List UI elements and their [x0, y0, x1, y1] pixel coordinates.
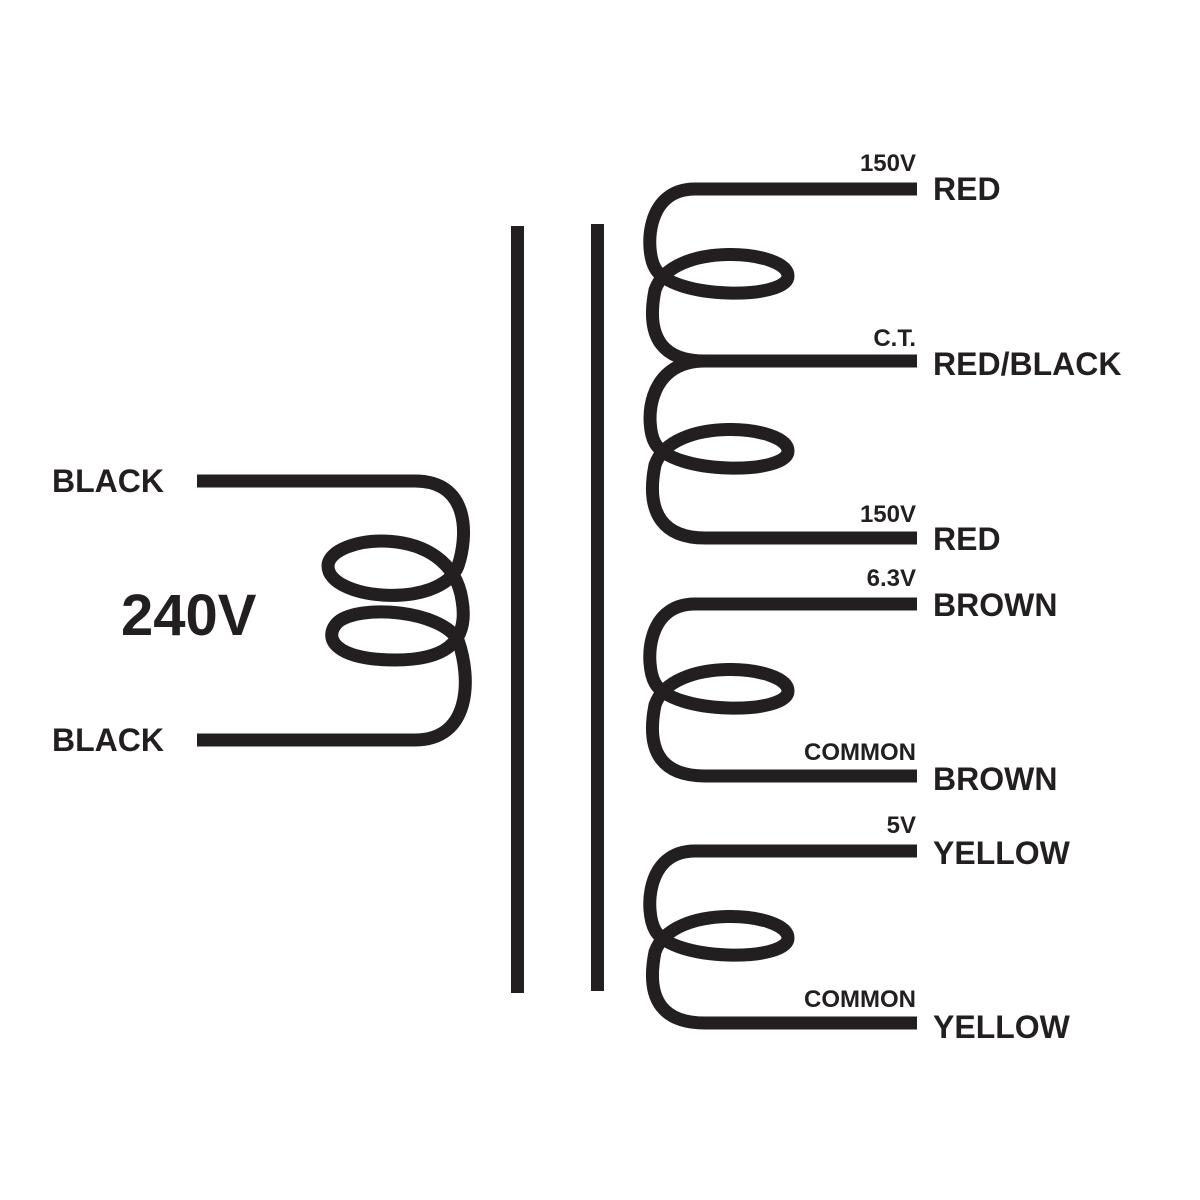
filament-5v-coil — [643, 844, 917, 1030]
core-bar-left — [511, 226, 524, 993]
filament-63v-bottom-lead-label: BROWN — [933, 761, 1057, 797]
filament-5v-winding — [643, 844, 917, 1030]
hv-center-tap-tag: C.T. — [873, 325, 916, 352]
core-bar-right — [591, 224, 604, 991]
primary-coil — [197, 474, 472, 747]
hv-top-lead-label: RED — [933, 171, 1001, 207]
high-voltage-winding — [643, 182, 917, 545]
filament-5v-top-lead-label: YELLOW — [933, 835, 1071, 871]
filament-63v-winding — [643, 597, 917, 783]
filament-5v-bottom-lead-label: YELLOW — [933, 1009, 1071, 1045]
filament-5v-common-tag: COMMON — [804, 986, 916, 1013]
hv-bottom-voltage-tag: 150V — [860, 501, 916, 528]
hv-center-lead-label: RED/BLACK — [933, 346, 1121, 382]
hv-top-voltage-tag: 150V — [860, 150, 916, 177]
primary-top-lead-label: BLACK — [52, 463, 164, 499]
primary-bottom-lead-label: BLACK — [52, 722, 164, 758]
filament-63v-common-tag: COMMON — [804, 739, 916, 766]
filament-63v-coil — [643, 597, 917, 783]
hv-bottom-lead-label: RED — [933, 521, 1001, 557]
filament-63v-voltage-tag: 6.3V — [867, 565, 916, 592]
primary-winding — [197, 474, 472, 747]
hv-coil-upper — [643, 182, 917, 368]
primary-voltage-label: 240V — [121, 583, 257, 648]
hv-coil-lower — [643, 354, 917, 545]
filament-5v-voltage-tag: 5V — [887, 812, 916, 839]
filament-63v-top-lead-label: BROWN — [933, 587, 1057, 623]
